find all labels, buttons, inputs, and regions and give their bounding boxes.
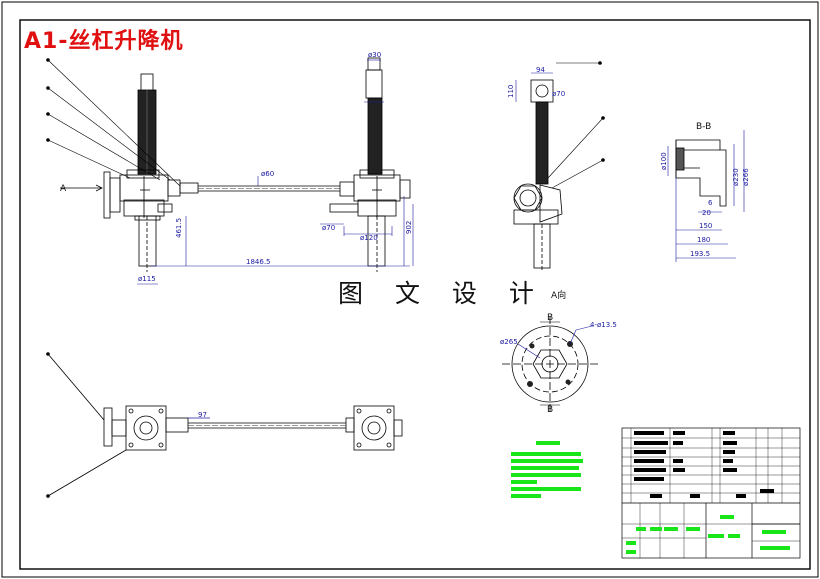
dim-diameter-120: ø120	[360, 234, 378, 242]
view-arrow-a: A	[60, 184, 67, 194]
dim-section-193: 193.5	[690, 250, 710, 258]
dim-section-6: 6	[708, 199, 713, 207]
dim-height-461: 461.5	[175, 218, 183, 238]
dim-section-230: ø230	[732, 168, 740, 186]
front-dimensions	[47, 59, 414, 285]
dim-length: 1846.5	[246, 258, 271, 266]
dim-section-100: ø100	[660, 152, 668, 170]
dim-shaft-diameter: ø60	[261, 170, 274, 178]
front-view	[60, 57, 411, 272]
dim-section-20: 20	[702, 209, 711, 217]
watermark-text: 图 文 设 计	[338, 279, 546, 308]
side-view	[513, 79, 563, 272]
inner-border	[19, 19, 811, 570]
side-leader-dots	[598, 61, 605, 162]
flange-holes	[527, 341, 573, 387]
title-block-green-entries	[626, 515, 790, 554]
plan-leader-dots	[46, 352, 50, 498]
side-dimensions	[515, 62, 604, 189]
plan-view	[47, 353, 403, 497]
dim-side-94: 94	[536, 66, 545, 74]
dim-section-180: 180	[697, 236, 710, 244]
section-mark-b-bottom: B	[547, 405, 553, 415]
front-leader-dots	[46, 58, 50, 142]
dim-height-902: 902	[405, 221, 413, 234]
dim-diameter-115: ø115	[138, 275, 156, 283]
section-mark-b-top: B	[547, 313, 553, 323]
dim-section-266: ø266	[742, 168, 750, 186]
flange-dimensions	[517, 321, 593, 406]
technical-notes	[511, 441, 583, 498]
dim-top-diameter: ø30	[368, 51, 381, 59]
dim-flange-holes: 4-ø13.5	[590, 321, 617, 329]
flange-view	[502, 316, 598, 412]
drawing-title: A1-丝杠升降机	[24, 29, 184, 54]
dim-diameter-70: ø70	[322, 224, 335, 232]
dim-side-diameter-70: ø70	[552, 90, 565, 98]
section-dimensions	[667, 130, 745, 262]
title-block-entries	[634, 431, 774, 498]
section-label: B-B	[696, 122, 711, 132]
section-view	[675, 139, 727, 207]
dim-flange-265: ø265	[500, 338, 518, 346]
view-label-a-direction: A向	[551, 289, 566, 301]
dim-plan-97: 97	[198, 411, 207, 419]
dim-side-110: 110	[507, 85, 515, 98]
dim-section-150: 150	[699, 222, 712, 230]
